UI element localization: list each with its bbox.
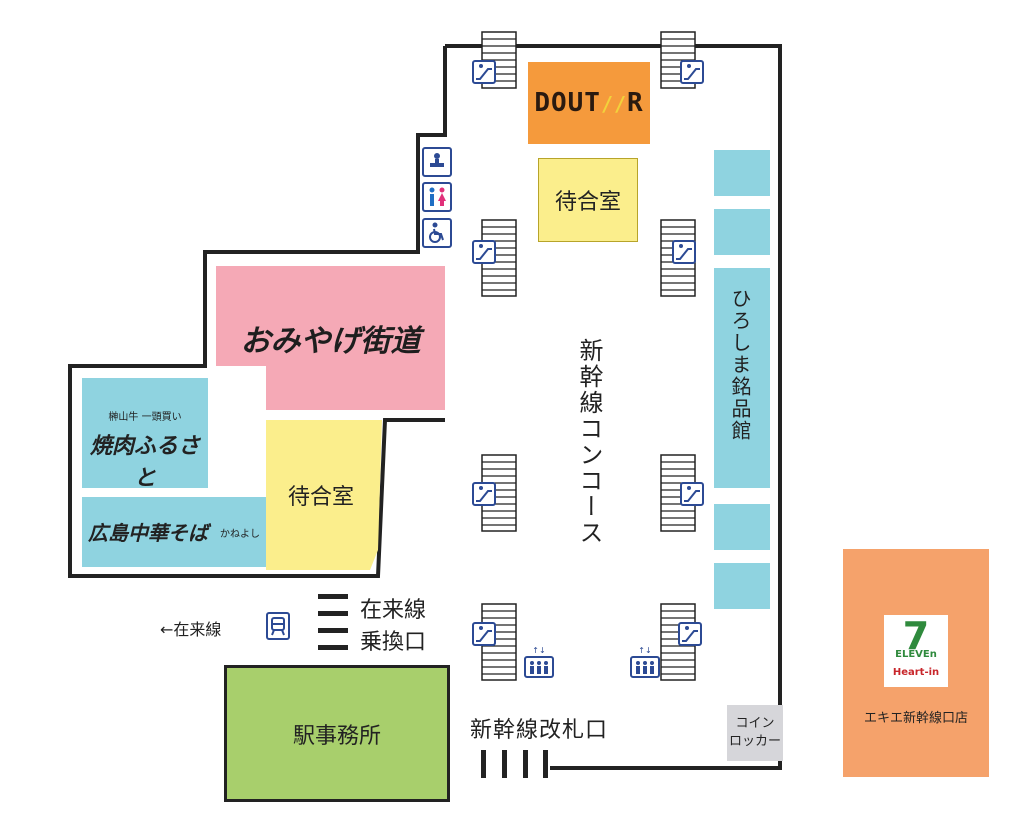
seven-logo-numeral: 7 (902, 614, 930, 658)
conventional-line-arrow-label: ←在来線 (160, 620, 222, 639)
waiting-room-top-label: 待合室 (554, 190, 621, 215)
seven-logo-brand: ELEVEn (895, 649, 937, 660)
seven-logo-heart-in: Heart-in (892, 667, 940, 678)
yakiniku-furusato-shop[interactable]: 榊山牛 一頭買い 焼肉ふるさと (82, 378, 208, 491)
escalator-icon-5 (472, 482, 496, 506)
restroom-icon (422, 182, 452, 212)
seven-eleven-store-name: エキエ新幹線口店 (863, 711, 968, 726)
elevator-icon-2[interactable] (630, 656, 660, 678)
yakiniku-label: 焼肉ふるさと (89, 433, 200, 491)
coin-locker-label-1: コイン (735, 716, 775, 731)
omiyage-notch (216, 366, 266, 410)
gate-marks (481, 750, 548, 778)
escalator-icon-2 (680, 60, 704, 84)
yakiniku-tagline: 榊山牛 一頭買い (108, 412, 182, 423)
meihinkan-label[interactable]: ひろしま銘品館 (728, 288, 752, 442)
stair-steps (482, 38, 695, 675)
waiting-room-left[interactable]: 待合室 (266, 440, 376, 550)
meihinkan-block-3 (714, 268, 770, 488)
escalator-icon-1 (472, 60, 496, 84)
escalator-icon-8 (678, 622, 702, 646)
train-icon (266, 612, 290, 640)
escalator-icon-7 (472, 622, 496, 646)
wheelchair-icon (422, 218, 452, 248)
omiyage-kaido-label: おみやげ街道 (240, 324, 421, 359)
meihinkan-block-2 (714, 209, 770, 255)
waiting-room-left-shape (266, 420, 382, 570)
baby-changing-icon (422, 147, 452, 177)
concourse-label: 新幹線コンコース (575, 338, 603, 546)
doutor-logo-text: DOUT//R (534, 88, 644, 118)
chuka-soba-label: 広島中華そば (88, 521, 208, 545)
station-office-label: 駅事務所 (292, 723, 381, 749)
meihinkan-block-4 (714, 504, 770, 550)
coin-locker[interactable]: コイン ロッカー (727, 705, 783, 761)
seven-eleven-logo: 7 ELEVEn Heart-in (884, 615, 948, 687)
escalator-icon-6 (680, 482, 704, 506)
waiting-room-top[interactable]: 待合室 (538, 158, 638, 242)
transfer-gate-marks (318, 594, 348, 650)
transfer-label-1: 在来線 (360, 598, 427, 623)
transfer-label-2: 乗換口 (360, 630, 427, 655)
shinkansen-gate-label: 新幹線改札口 (470, 718, 609, 743)
doutor-coffee-shop[interactable]: DOUT//R (528, 62, 650, 144)
elevator-arrows-2: ↑↓ (638, 646, 652, 655)
seven-eleven-heart-in[interactable]: 7 ELEVEn Heart-in エキエ新幹線口店 (843, 549, 989, 777)
elevator-icon-1[interactable] (524, 656, 554, 678)
chuka-soba-shop[interactable]: 広島中華そば かねよし (82, 497, 268, 567)
waiting-room-left-label: 待合室 (287, 485, 354, 510)
escalator-icon-3 (472, 240, 496, 264)
station-office[interactable]: 駅事務所 (224, 665, 450, 802)
meihinkan-block-1 (714, 150, 770, 196)
coin-locker-label-2: ロッカー (728, 734, 781, 749)
meihinkan-block-5 (714, 563, 770, 609)
escalator-icon-4 (672, 240, 696, 264)
elevator-arrows-1: ↑↓ (532, 646, 546, 655)
chuka-soba-tagline: かねよし (220, 529, 260, 540)
